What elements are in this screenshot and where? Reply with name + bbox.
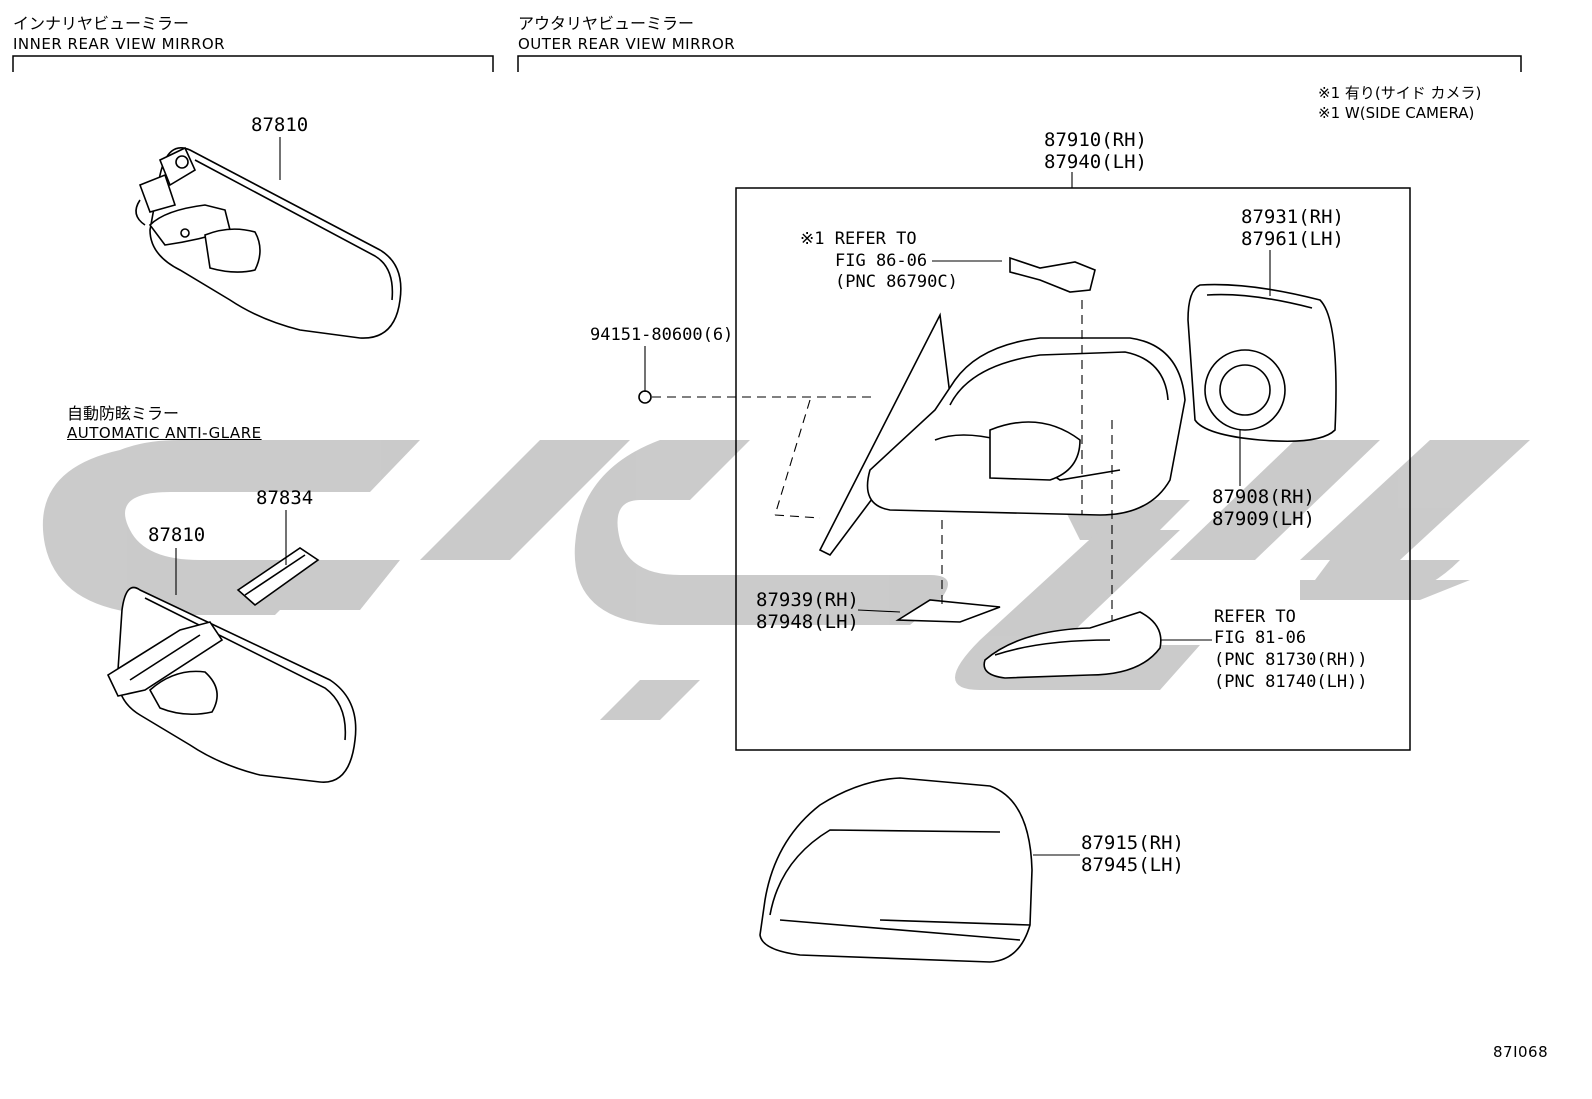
camera-ref-line1: ※1 REFER TO — [800, 229, 917, 249]
auto-title-jp: 自動防眩ミラー — [67, 404, 180, 423]
lamp-ref-line1: REFER TO — [1214, 607, 1296, 627]
part-label-lower-cover-lh[interactable]: 87948(LH) — [756, 611, 859, 633]
outer-mirror-drawing — [638, 256, 1337, 679]
part-label-screw[interactable]: 94151-80600(6) — [590, 325, 734, 345]
camera-ref-line3: (PNC 86790C) — [835, 272, 958, 292]
lamp-ref-line2[interactable]: FIG 81-06 — [1214, 628, 1307, 648]
part-label-cap-lh[interactable]: 87945(LH) — [1081, 854, 1184, 876]
auto-title-en: AUTOMATIC ANTI-GLARE — [67, 424, 262, 442]
camera-ref-line2[interactable]: FIG 86-06 — [835, 251, 928, 271]
auto-mirror-drawing — [106, 547, 357, 783]
figure-code: 87I068 — [1493, 1043, 1549, 1061]
inner-title-jp: インナリヤビューミラー — [13, 14, 190, 33]
part-label-auto-mirror[interactable]: 87810 — [148, 524, 206, 546]
outer-title-jp: アウタリヤビューミラー — [518, 14, 695, 33]
part-label-motor-rh[interactable]: 87908(RH) — [1212, 486, 1315, 508]
part-label-cover[interactable]: 87834 — [256, 487, 314, 509]
part-label-inner-mirror[interactable]: 87810 — [251, 114, 309, 136]
guide-lines — [652, 300, 1113, 620]
leader-lines — [175, 137, 1271, 856]
part-label-glass-lh[interactable]: 87961(LH) — [1241, 228, 1344, 250]
part-label-glass-rh[interactable]: 87931(RH) — [1241, 206, 1344, 228]
mirror-cap-drawing — [759, 777, 1033, 963]
inner-mirror-drawing — [135, 146, 402, 339]
lamp-ref-line4: (PNC 81740(LH)) — [1214, 672, 1368, 692]
outer-assembly-box — [735, 187, 1411, 751]
lamp-ref-line3: (PNC 81730(RH)) — [1214, 650, 1368, 670]
part-label-assy-lh[interactable]: 87940(LH) — [1044, 151, 1147, 173]
outer-title-en: OUTER REAR VIEW MIRROR — [518, 35, 736, 53]
inner-title-en: INNER REAR VIEW MIRROR — [13, 35, 226, 53]
camera-note-jp: ※1 有り(サイド カメラ) — [1318, 84, 1482, 102]
part-label-lower-cover-rh[interactable]: 87939(RH) — [756, 589, 859, 611]
camera-note-en: ※1 W(SIDE CAMERA) — [1318, 104, 1475, 122]
part-label-cap-rh[interactable]: 87915(RH) — [1081, 832, 1184, 854]
part-label-assy-rh[interactable]: 87910(RH) — [1044, 129, 1147, 151]
section-brackets — [12, 55, 1522, 72]
watermark-logo — [42, 440, 1530, 720]
part-label-motor-lh[interactable]: 87909(LH) — [1212, 508, 1315, 530]
